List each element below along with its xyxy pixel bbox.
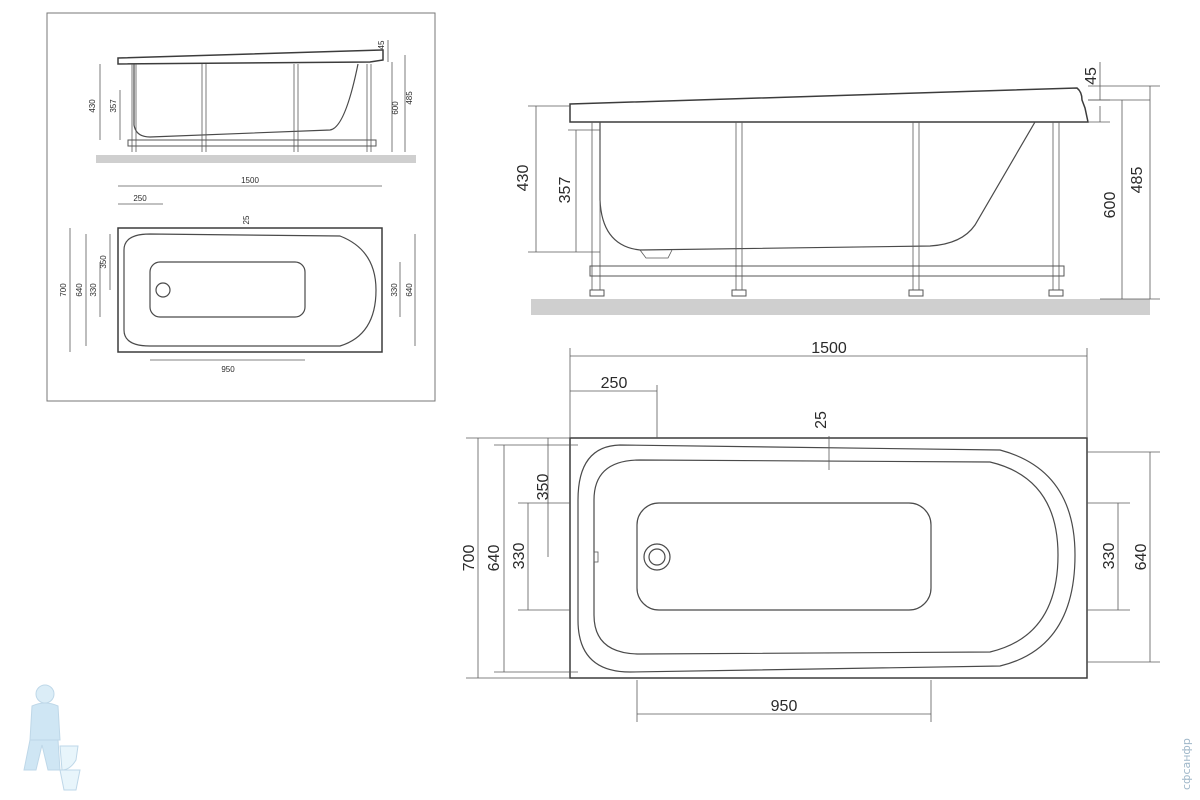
tub-top-outline — [569, 437, 1088, 679]
small-dim-485: 485 — [405, 91, 414, 105]
dim-485: 485 — [1129, 167, 1146, 194]
small-top-rim — [123, 233, 377, 347]
small-rim — [117, 49, 384, 65]
small-top-view: 1500 250 950 25 700 640 330 350 330 640 — [59, 176, 416, 374]
small-side-dims — [99, 40, 406, 152]
small-legs — [127, 64, 377, 152]
tub-rim-side — [569, 87, 1089, 123]
floor — [531, 299, 1150, 315]
dim-430: 430 — [515, 165, 532, 192]
dim-600: 600 — [1102, 192, 1119, 219]
dim-250: 250 — [601, 375, 628, 392]
dim-640-right: 640 — [1133, 544, 1150, 571]
support-legs — [589, 122, 1065, 297]
small-dim-45: 45 — [377, 40, 386, 49]
dim-330-right: 330 — [1101, 543, 1118, 570]
small-dim-640: 640 — [75, 283, 84, 297]
plumber-mascot-icon — [23, 684, 81, 791]
dim-950: 950 — [771, 698, 798, 715]
watermark: сфсанфр — [1180, 738, 1193, 790]
small-dim-640-right: 640 — [405, 283, 414, 297]
dim-1500: 1500 — [811, 340, 847, 357]
small-dim-950: 950 — [221, 365, 235, 374]
small-dim-700: 700 — [59, 283, 68, 297]
dim-700: 700 — [461, 545, 478, 572]
dim-25: 25 — [813, 411, 830, 429]
side-dim-lines — [528, 62, 1160, 300]
small-dim-350: 350 — [99, 255, 108, 269]
tub-body-side — [599, 121, 1036, 251]
small-side-view: 430 357 45 600 485 — [88, 40, 416, 163]
top-view: 1500 250 950 25 700 640 330 350 330 640 — [461, 340, 1160, 722]
small-floor — [96, 155, 416, 163]
dim-350: 350 — [535, 474, 552, 501]
small-dim-430: 430 — [88, 99, 97, 113]
small-dim-330-right: 330 — [390, 283, 399, 297]
tub-drain-side — [639, 249, 673, 259]
tub-top-basin — [636, 502, 932, 611]
small-top-basin — [149, 261, 306, 318]
small-top-outline — [117, 227, 383, 353]
small-dim-25: 25 — [242, 215, 251, 224]
small-basin — [133, 63, 359, 138]
tub-top-rim — [577, 444, 1076, 673]
drain-inner-icon — [648, 548, 666, 566]
dim-45: 45 — [1083, 67, 1100, 85]
dim-330: 330 — [511, 543, 528, 570]
small-dim-357: 357 — [109, 99, 118, 113]
dim-640: 640 — [486, 545, 503, 572]
drain-icon — [643, 543, 671, 571]
top-dim-lines — [466, 348, 1160, 722]
side-view: 430 357 45 600 485 — [515, 62, 1160, 315]
tub-top-inner — [593, 459, 1059, 655]
dim-357: 357 — [557, 177, 574, 204]
small-top-dims — [69, 185, 416, 361]
thumbnail-frame — [46, 12, 436, 402]
small-dim-1500: 1500 — [241, 176, 259, 185]
small-dim-250: 250 — [133, 194, 147, 203]
small-drain-icon — [155, 282, 171, 298]
overflow-icon — [593, 551, 599, 563]
small-dim-600: 600 — [391, 101, 400, 115]
small-dim-330: 330 — [89, 283, 98, 297]
